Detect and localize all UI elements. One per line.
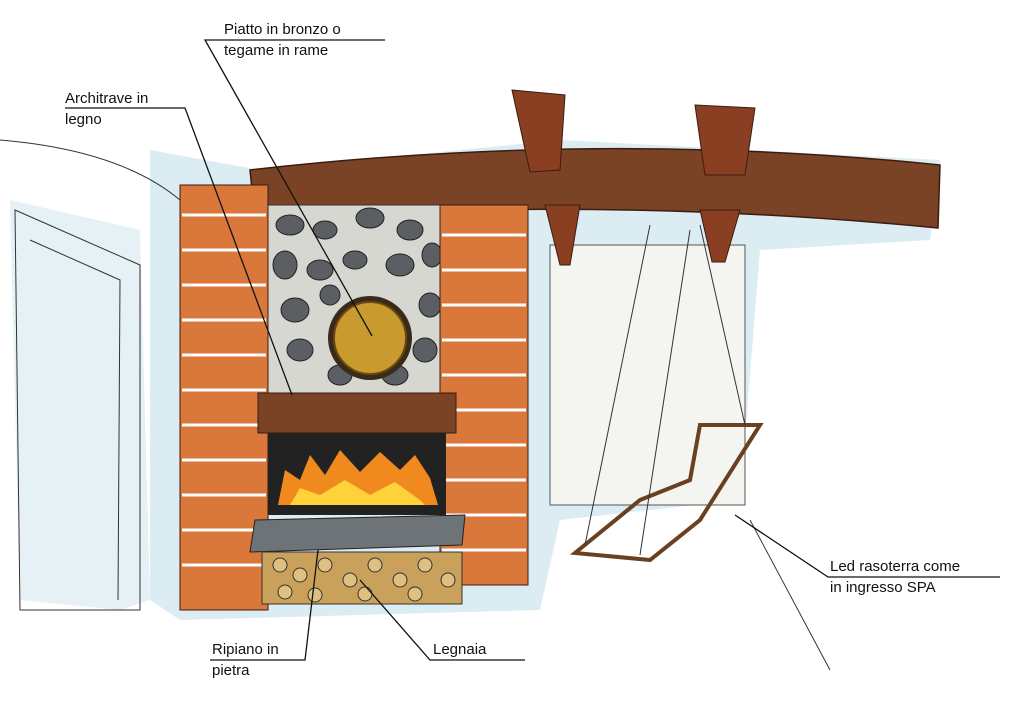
label-lintel: Architrave in legno — [65, 88, 148, 130]
leader-shelf — [210, 549, 319, 661]
label-lintel-line1: Architrave in — [65, 90, 149, 107]
wall-panel — [549, 244, 746, 506]
leader-lintel — [65, 107, 293, 396]
beam-bracket-1 — [544, 204, 581, 266]
label-led-line1: Led rasoterra come — [830, 558, 961, 575]
left-wall-wash — [10, 200, 150, 610]
label-shelf-line1: Ripiano in — [212, 641, 279, 658]
hanging-chair — [569, 423, 764, 563]
leader-plate — [203, 39, 385, 337]
beam-bracket-2 — [699, 209, 741, 263]
label-plate: Piatto in bronzo o tegame in rame — [224, 19, 341, 61]
label-plate-line1: Piatto in bronzo o — [224, 21, 341, 38]
stone-shelf — [249, 514, 466, 553]
label-shelf: Ripiano in pietra — [212, 639, 279, 681]
leader-led — [734, 514, 1000, 578]
label-woodstore: Legnaia — [433, 639, 486, 660]
label-woodstore-line1: Legnaia — [433, 641, 487, 658]
label-lintel-line2: legno — [65, 111, 102, 128]
wooden-lintel — [257, 392, 457, 434]
beam-joist-2 — [694, 104, 756, 176]
beam-joist-1 — [511, 89, 566, 173]
label-led: Led rasoterra come in ingresso SPA — [830, 556, 960, 598]
label-shelf-line2: pietra — [212, 662, 250, 679]
leader-woodstore — [359, 579, 525, 661]
label-led-line2: in ingresso SPA — [830, 579, 936, 596]
label-plate-line2: tegame in rame — [224, 42, 329, 59]
